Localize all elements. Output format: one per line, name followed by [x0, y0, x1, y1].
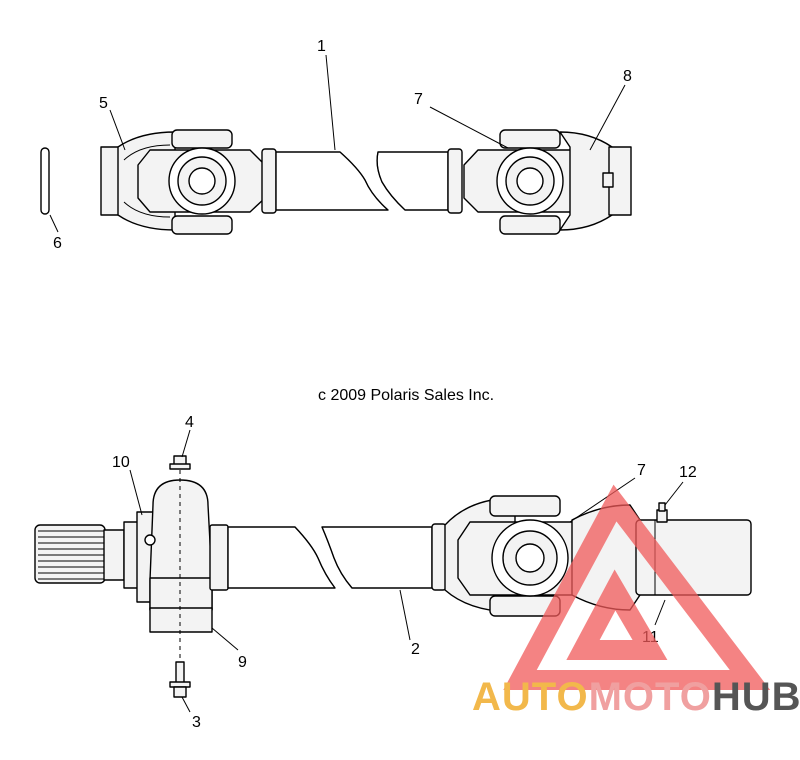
callout-5: 5: [99, 95, 108, 112]
left-shaft-collar: [261, 148, 277, 214]
callout-12: 12: [679, 464, 697, 481]
rear-shaft-tube: [227, 526, 433, 589]
callout-10: 10: [112, 454, 130, 471]
top-callouts: 1 5 6 7 8: [53, 38, 632, 252]
callout-4: 4: [185, 414, 194, 431]
watermark-moto: MOTO: [589, 675, 712, 719]
callout-7-bottom: 7: [637, 462, 646, 479]
right-end-yoke: [559, 131, 632, 231]
callout-6: 6: [53, 235, 62, 252]
callout-1: 1: [317, 38, 326, 55]
grease-fitting: [656, 502, 668, 523]
callout-3: 3: [192, 714, 201, 731]
front-shaft-tube: [275, 151, 449, 211]
copyright-notice: c 2009 Polaris Sales Inc.: [318, 387, 494, 404]
callout-7-top: 7: [414, 91, 423, 108]
housing-side-collar: [209, 524, 229, 591]
rear-shaft-collar: [431, 523, 447, 591]
top-callout-leaders: [49, 54, 626, 233]
callout-9: 9: [238, 654, 247, 671]
watermark-outer-triangle: [503, 484, 771, 690]
watermark-text: AUTOMOTOHUB: [472, 675, 800, 719]
front-prop-shaft-assembly: [40, 129, 632, 235]
top-bolt: [169, 455, 191, 470]
right-u-joint: [463, 129, 593, 235]
callout-2: 2: [411, 641, 420, 658]
bearing-housing: [136, 479, 213, 633]
retaining-ring: [40, 147, 50, 215]
rear-prop-shaft-assembly: [34, 455, 752, 698]
watermark-hub: HUB: [712, 675, 800, 719]
left-u-joint: [137, 129, 266, 235]
callout-8: 8: [623, 68, 632, 85]
automotohub-watermark: AUTOMOTOHUB: [472, 484, 800, 719]
watermark-inner-triangle: [566, 569, 668, 660]
splined-stub: [34, 521, 141, 589]
watermark-auto: AUTO: [472, 675, 589, 719]
rear-u-joint: [444, 495, 599, 617]
bottom-callout-leaders: [129, 429, 684, 713]
right-shaft-collar: [447, 148, 463, 214]
bottom-bolt: [169, 661, 191, 698]
